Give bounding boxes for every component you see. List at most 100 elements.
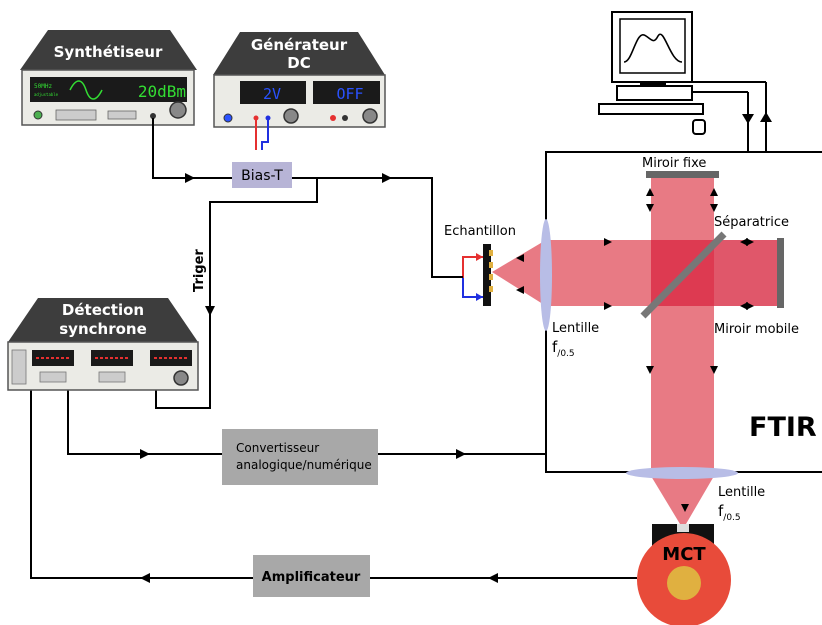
computer bbox=[598, 11, 706, 135]
mct-window bbox=[677, 524, 689, 532]
synth-power-button[interactable] bbox=[33, 110, 43, 120]
wiring bbox=[30, 118, 637, 579]
lens-left-f: f/0.5 bbox=[552, 338, 575, 359]
sample-arrow-blue bbox=[476, 293, 483, 301]
monitor-screen bbox=[619, 18, 686, 74]
vertical-beam bbox=[651, 175, 714, 471]
ftir-beams bbox=[492, 175, 780, 524]
sample-holder bbox=[483, 244, 491, 306]
detector-cone bbox=[651, 476, 714, 524]
arrow-bias-sample bbox=[382, 173, 392, 183]
arrow-amp-lockin bbox=[140, 573, 150, 583]
lens-bottom bbox=[626, 467, 738, 479]
amp-block bbox=[253, 555, 370, 597]
sample-contact-1 bbox=[489, 250, 493, 256]
lockin-title-bg bbox=[8, 298, 198, 342]
synth-title: Synthétiseur bbox=[54, 43, 163, 61]
bias-t-block bbox=[232, 162, 292, 188]
fixed-mirror bbox=[646, 171, 719, 178]
lockin-amplifier: Détection synchrone bbox=[7, 298, 199, 391]
sine-wave-icon bbox=[69, 80, 103, 100]
mct-detector: MCT bbox=[637, 524, 731, 625]
synth-keypad[interactable] bbox=[55, 109, 97, 121]
beam-to-moving-mirror bbox=[714, 240, 780, 306]
dc-knob-1[interactable] bbox=[283, 108, 299, 124]
arrow-left-1 bbox=[516, 254, 524, 262]
dc-red-terminal bbox=[330, 115, 336, 121]
pc-arrow-up bbox=[760, 112, 772, 122]
lockin-title-2: synchrone bbox=[59, 320, 147, 338]
moving-mirror-label: Miroir mobile bbox=[714, 322, 799, 337]
arrow-synth-bias bbox=[185, 173, 195, 183]
dc-display-2-bg bbox=[313, 81, 380, 104]
arrow-adc-ftir bbox=[456, 449, 466, 459]
mouse bbox=[692, 119, 706, 135]
sample-wire-blue bbox=[462, 278, 483, 298]
lens-bottom-f: f/0.5 bbox=[718, 502, 741, 523]
sample-contact-4 bbox=[489, 286, 493, 292]
dc-power-button[interactable] bbox=[223, 113, 233, 123]
arrow-left-3 bbox=[740, 238, 748, 246]
sample-wire-red bbox=[462, 256, 483, 278]
adc-label-2: analogique/numérique bbox=[236, 458, 372, 472]
beam-arrows bbox=[516, 188, 754, 512]
arrow-down-5 bbox=[681, 504, 689, 512]
lockin-buttons-left[interactable] bbox=[11, 349, 27, 385]
synth-title-bg bbox=[20, 30, 197, 70]
dc-generator: Générateur DC 2V OFF bbox=[213, 32, 386, 150]
arrow-down-1 bbox=[646, 204, 654, 212]
arrow-right-1 bbox=[604, 238, 612, 246]
adc-block bbox=[222, 429, 378, 485]
lockin-title-1: Détection bbox=[62, 301, 144, 319]
dc-title-1: Générateur bbox=[251, 36, 348, 54]
bias-t-to-lockin-trigger bbox=[155, 178, 318, 409]
synth-to-bias-t bbox=[152, 118, 232, 179]
bias-t-label: Bias-T bbox=[241, 168, 283, 184]
lens-left-label: Lentille bbox=[552, 321, 599, 336]
synth-display-main: 20dBm bbox=[138, 82, 186, 101]
ftir-label: FTIR bbox=[749, 412, 817, 443]
dc-display-2: OFF bbox=[336, 85, 363, 103]
synthesizer: Synthétiseur 50MHz adjustable 20dBm bbox=[20, 30, 197, 126]
lockin-knob[interactable] bbox=[173, 370, 189, 386]
fixed-mirror-label: Miroir fixe bbox=[642, 156, 706, 171]
arrow-lockin-adc bbox=[140, 449, 150, 459]
lens-bottom-label: Lentille bbox=[718, 485, 765, 500]
splitter-label: Séparatrice bbox=[714, 215, 789, 230]
dc-title-bg bbox=[213, 32, 385, 75]
sample-cone bbox=[492, 240, 546, 306]
dc-knob-2[interactable] bbox=[362, 108, 378, 124]
bias-t-to-sample bbox=[292, 177, 463, 278]
synth-knob[interactable] bbox=[169, 101, 187, 119]
synth-buttons[interactable] bbox=[107, 110, 137, 120]
arrow-down-4 bbox=[710, 366, 718, 374]
arrow-left-2 bbox=[516, 286, 524, 294]
computer-case bbox=[616, 85, 693, 101]
sample-arrow-red bbox=[476, 253, 483, 261]
mct-core bbox=[667, 566, 701, 600]
dc-wire-blue bbox=[261, 118, 269, 150]
lockin-buttons-1[interactable] bbox=[39, 371, 67, 383]
synth-output-port bbox=[150, 113, 156, 119]
wire-arrows bbox=[140, 173, 498, 583]
sample-contact-3 bbox=[489, 274, 493, 280]
pc-arrow-down bbox=[742, 114, 754, 124]
moving-mirror bbox=[777, 238, 784, 308]
arrow-trigger bbox=[205, 306, 215, 316]
arrow-up-1 bbox=[646, 188, 654, 196]
adc-label-1: Convertisseur bbox=[236, 441, 319, 455]
amp-label: Amplificateur bbox=[262, 570, 361, 585]
lockin-buttons-2[interactable] bbox=[98, 371, 126, 383]
lens-left bbox=[540, 219, 552, 331]
arrow-up-2 bbox=[710, 188, 718, 196]
sample-contact-2 bbox=[489, 262, 493, 268]
sample bbox=[462, 244, 493, 306]
triger-label: Triger bbox=[192, 249, 207, 292]
beam-splitter bbox=[640, 231, 727, 319]
synth-display bbox=[30, 77, 187, 102]
arrow-mct-amp bbox=[488, 573, 498, 583]
mct-label: MCT bbox=[662, 544, 706, 565]
dc-display-1: 2V bbox=[263, 85, 281, 103]
synth-display-small-2: adjustable bbox=[34, 92, 59, 97]
